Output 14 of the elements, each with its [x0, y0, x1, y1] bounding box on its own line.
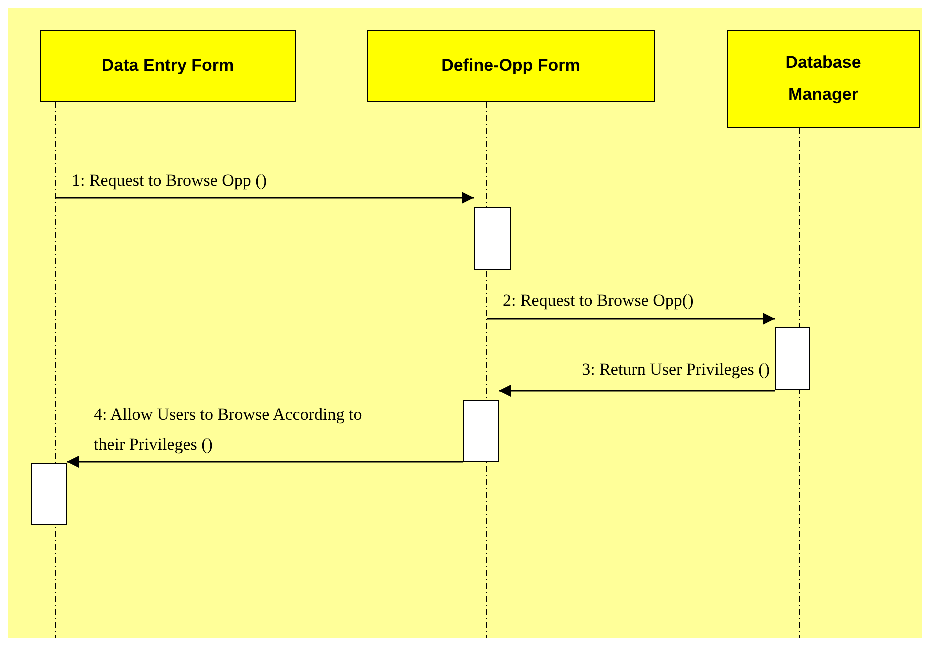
lifeline-title: Define-Opp Form	[442, 55, 580, 77]
activation-bar	[31, 463, 67, 525]
lifeline-title: Database Manager	[784, 52, 862, 106]
lifeline-header-box	[727, 30, 920, 128]
message-arrow	[499, 385, 775, 397]
lifeline-title: Data Entry Form	[102, 55, 234, 77]
activation-bar	[775, 327, 810, 390]
lifeline-header-box	[40, 30, 296, 102]
message-arrow	[56, 192, 474, 204]
message-arrow	[487, 313, 775, 325]
activation-bar	[474, 207, 511, 270]
lifeline-header-box	[367, 30, 655, 102]
message-arrow	[67, 456, 463, 468]
activation-bar	[463, 400, 499, 462]
